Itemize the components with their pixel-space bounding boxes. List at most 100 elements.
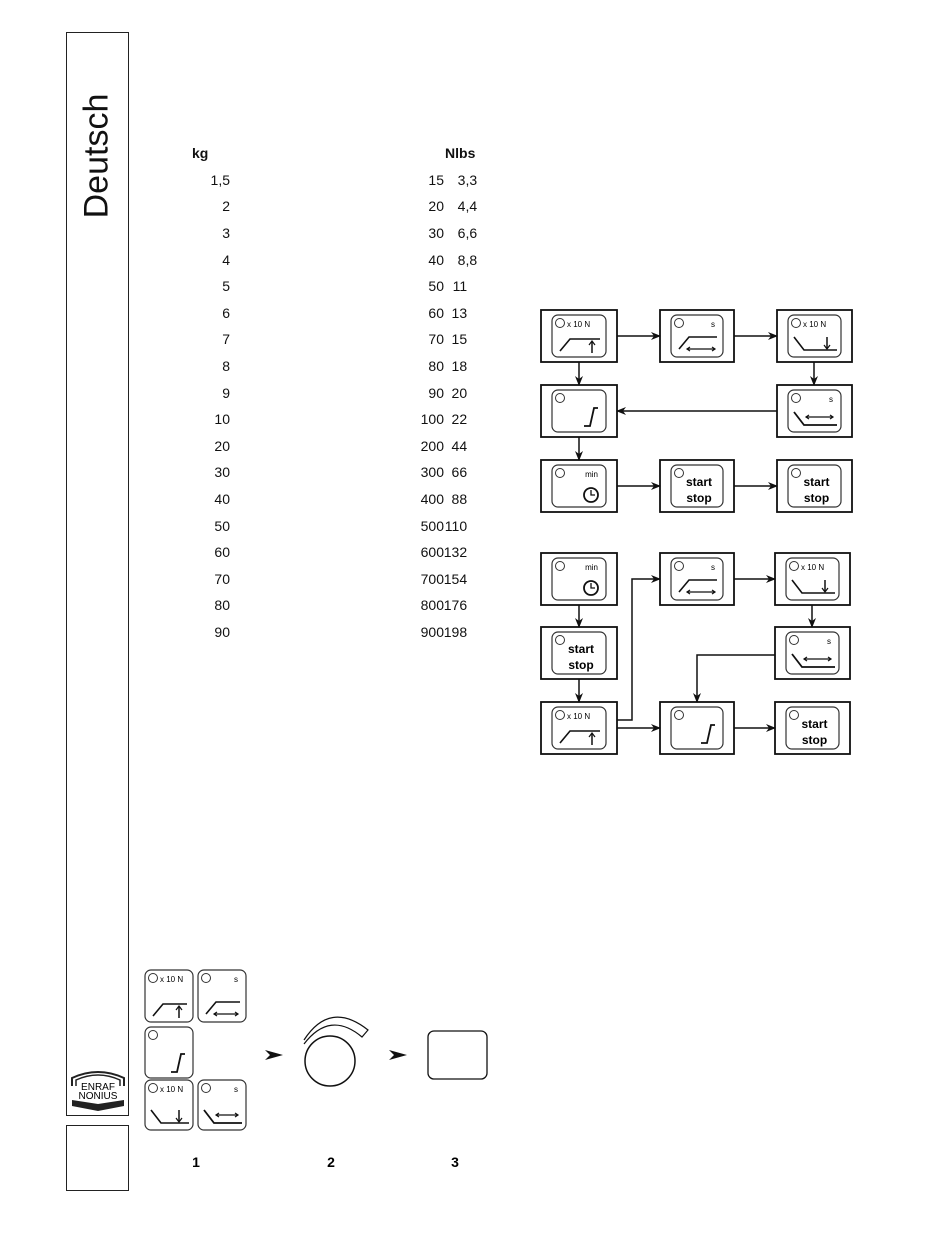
key-force-up: x 10 N [144, 969, 194, 1023]
sidebar-frame [66, 32, 129, 1116]
cell-lbs: 154 [443, 570, 468, 587]
rotary-knob [304, 1035, 356, 1087]
flow-box-hold-time: s [659, 309, 735, 363]
step-number: 3 [451, 1154, 459, 1170]
key-tlow: s [787, 389, 842, 433]
cell-kg: 70 [214, 570, 230, 587]
cell-lbs: 6,6 [457, 225, 478, 242]
cell-n: 70 [428, 331, 444, 348]
cell-lbs: 44 [451, 437, 468, 454]
table-row: 3 30 6,6 [178, 220, 503, 247]
flow-box-timer: min [540, 459, 618, 513]
led-indicator-icon [201, 973, 211, 983]
cell-n: 600 [420, 544, 444, 561]
symbol-icon [802, 656, 833, 662]
cell-kg: 40 [214, 491, 230, 508]
led-indicator-icon [674, 468, 684, 478]
led-indicator-icon [555, 561, 565, 571]
symbol-icon [823, 344, 831, 350]
key-fdown: x 10 N [785, 557, 840, 601]
led-indicator-icon [789, 635, 799, 645]
key-label: stop [568, 658, 593, 672]
key-label: x 10 N [801, 563, 824, 572]
progressive-step-icon [584, 407, 598, 427]
low-time-icon [203, 1109, 242, 1124]
led-indicator-icon [555, 635, 565, 645]
key-timer: min [551, 464, 607, 508]
symbol-icon [588, 732, 596, 738]
cell-kg: 7 [222, 331, 230, 348]
symbol-icon [175, 1005, 183, 1011]
cell-lbs: 198 [443, 623, 468, 640]
header-n: N [445, 145, 456, 162]
table-row: 80 800 176 [178, 592, 503, 619]
led-indicator-icon [791, 318, 801, 328]
low-time-icon [793, 411, 837, 426]
key-fup: x 10 N [551, 706, 607, 750]
cell-kg: 80 [214, 597, 230, 614]
cell-lbs: 132 [443, 544, 468, 561]
cell-lbs: 13 [451, 304, 468, 321]
cell-lbs: 88 [451, 491, 468, 508]
flow-arrow [693, 654, 775, 703]
cell-n: 300 [420, 464, 444, 481]
key-label: s [829, 395, 833, 404]
cell-lbs: 20 [451, 384, 468, 401]
led-indicator-icon [148, 1083, 158, 1093]
led-indicator-icon [201, 1083, 211, 1093]
cell-kg: 8 [222, 358, 230, 375]
symbol-icon [212, 1011, 240, 1017]
cell-n: 90 [428, 384, 444, 401]
clock-icon [583, 487, 599, 503]
key-label: s [234, 975, 238, 984]
led-indicator-icon [789, 710, 799, 720]
led-indicator-icon [148, 1030, 158, 1040]
flow-box-force-down: x 10 N [774, 552, 851, 606]
table-row: 9 90 20 [178, 379, 503, 406]
cell-n: 20 [428, 198, 444, 215]
cell-n: 80 [428, 358, 444, 375]
cell-kg: 1,5 [210, 171, 230, 188]
led-indicator-icon [555, 318, 565, 328]
cell-kg: 4 [222, 251, 230, 268]
led-indicator-icon [148, 973, 158, 983]
cell-lbs: 110 [444, 517, 468, 534]
key-label: stop [804, 491, 829, 505]
cell-lbs: 18 [451, 358, 468, 375]
flow-box-force-up: x 10 N [540, 309, 618, 363]
flow-box-timer: min [540, 552, 618, 606]
key-label: x 10 N [160, 975, 183, 984]
svg-text:NONIUS: NONIUS [79, 1091, 118, 1102]
cell-n: 800 [420, 597, 444, 614]
cell-lbs: 3,3 [457, 171, 478, 188]
cell-kg: 5 [222, 278, 230, 295]
led-indicator-icon [555, 468, 565, 478]
cell-lbs: 66 [451, 464, 468, 481]
table-row: 7 70 15 [178, 326, 503, 353]
key-label: stop [802, 733, 827, 747]
flow-box-low-time: s [774, 626, 851, 680]
led-indicator-icon [674, 710, 684, 720]
cell-kg: 3 [222, 225, 230, 242]
key-low-time: s [197, 1079, 247, 1131]
cell-n: 700 [420, 570, 444, 587]
force-ramp-down-icon [150, 1109, 189, 1124]
step-number: 2 [327, 1154, 335, 1170]
key-prog [551, 389, 607, 433]
step-number: 1 [192, 1154, 200, 1170]
cell-n: 500 [420, 517, 444, 534]
arrow-right-icon [389, 1050, 407, 1060]
key-tlow: s [785, 631, 840, 675]
flow-box-progressive [540, 384, 618, 438]
table-row: 30 300 66 [178, 459, 503, 486]
knob-rotation-arc-icon [303, 1016, 369, 1045]
key-prog [670, 706, 724, 750]
cell-n: 200 [420, 437, 444, 454]
symbol-icon [685, 346, 717, 352]
led-indicator-icon [791, 393, 801, 403]
